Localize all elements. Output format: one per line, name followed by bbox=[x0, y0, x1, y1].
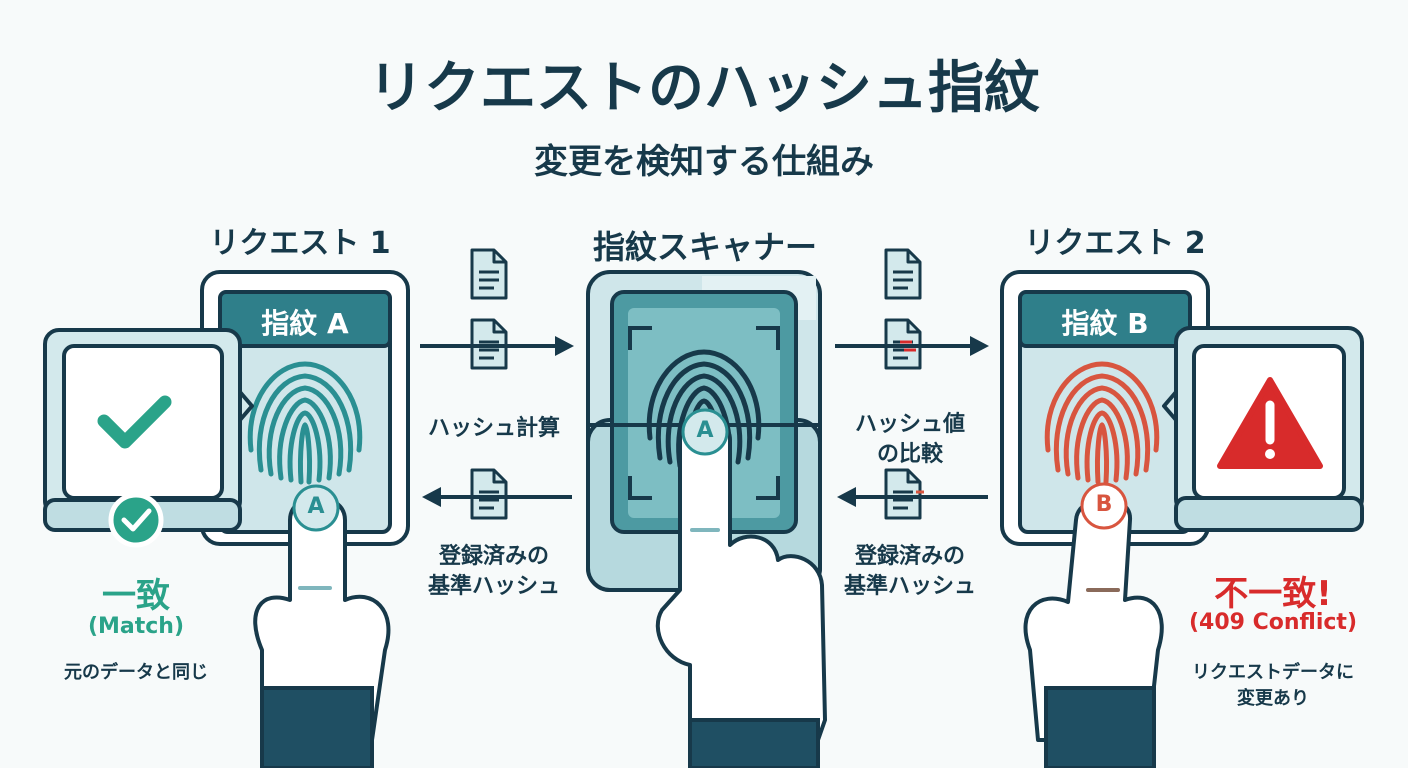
match-result-code: (Match) bbox=[87, 614, 185, 639]
document-icon bbox=[884, 248, 922, 300]
request-1-heading: リクエスト 1 bbox=[209, 226, 391, 261]
fingerprint-b-label: 指紋 B bbox=[1061, 307, 1149, 340]
fingerprint-a-label: 指紋 A bbox=[261, 307, 349, 340]
page-subtitle: 変更を検知する仕組み bbox=[534, 142, 874, 182]
check-icon bbox=[97, 395, 172, 449]
conflict-card bbox=[1162, 326, 1364, 532]
match-result-title: 一致 bbox=[102, 576, 170, 616]
left-flow bbox=[420, 248, 574, 520]
document-icon bbox=[470, 468, 508, 520]
left-flow-bottom-label-1: 登録済みの bbox=[438, 544, 549, 569]
right-hand bbox=[1023, 482, 1164, 768]
right-flow-top-label-1: ハッシュ値 bbox=[854, 412, 965, 437]
document-icon bbox=[470, 248, 508, 300]
left-flow-top-label: ハッシュ計算 bbox=[427, 416, 560, 441]
modified-document-icon bbox=[884, 318, 922, 370]
center-hand bbox=[655, 408, 827, 768]
page-title: リクエストのハッシュ指紋 bbox=[368, 56, 1040, 121]
conflict-result-code: (409 Conflict) bbox=[1188, 610, 1358, 635]
match-result-note: 元のデータと同じ bbox=[64, 662, 208, 683]
right-flow-top-label-2: の比較 bbox=[876, 442, 943, 467]
modified-document-icon bbox=[884, 468, 924, 520]
right-flow-bottom-label-2: 基準ハッシュ bbox=[843, 574, 976, 599]
right-flow-bottom-label-1: 登録済みの bbox=[854, 544, 965, 569]
check-badge-icon bbox=[121, 508, 152, 532]
request-2-heading: リクエスト 2 bbox=[1024, 226, 1206, 261]
request-2-device bbox=[1000, 270, 1210, 546]
left-flow-bottom-label-2: 基準ハッシュ bbox=[427, 574, 560, 599]
match-card bbox=[43, 328, 254, 548]
conflict-result-note-1: リクエストデータに bbox=[1192, 662, 1354, 683]
left-hand bbox=[253, 484, 391, 768]
center-finger-badge: A bbox=[696, 418, 714, 443]
conflict-result-title: 不一致! bbox=[1214, 574, 1332, 614]
right-finger-badge: B bbox=[1095, 492, 1113, 517]
warning-icon bbox=[1217, 377, 1323, 469]
right-flow bbox=[835, 248, 989, 520]
center-heading: 指紋スキャナー bbox=[592, 228, 817, 266]
conflict-result-note-2: 変更あり bbox=[1237, 688, 1309, 709]
request-1-device bbox=[200, 270, 410, 546]
left-finger-badge: A bbox=[307, 494, 325, 519]
